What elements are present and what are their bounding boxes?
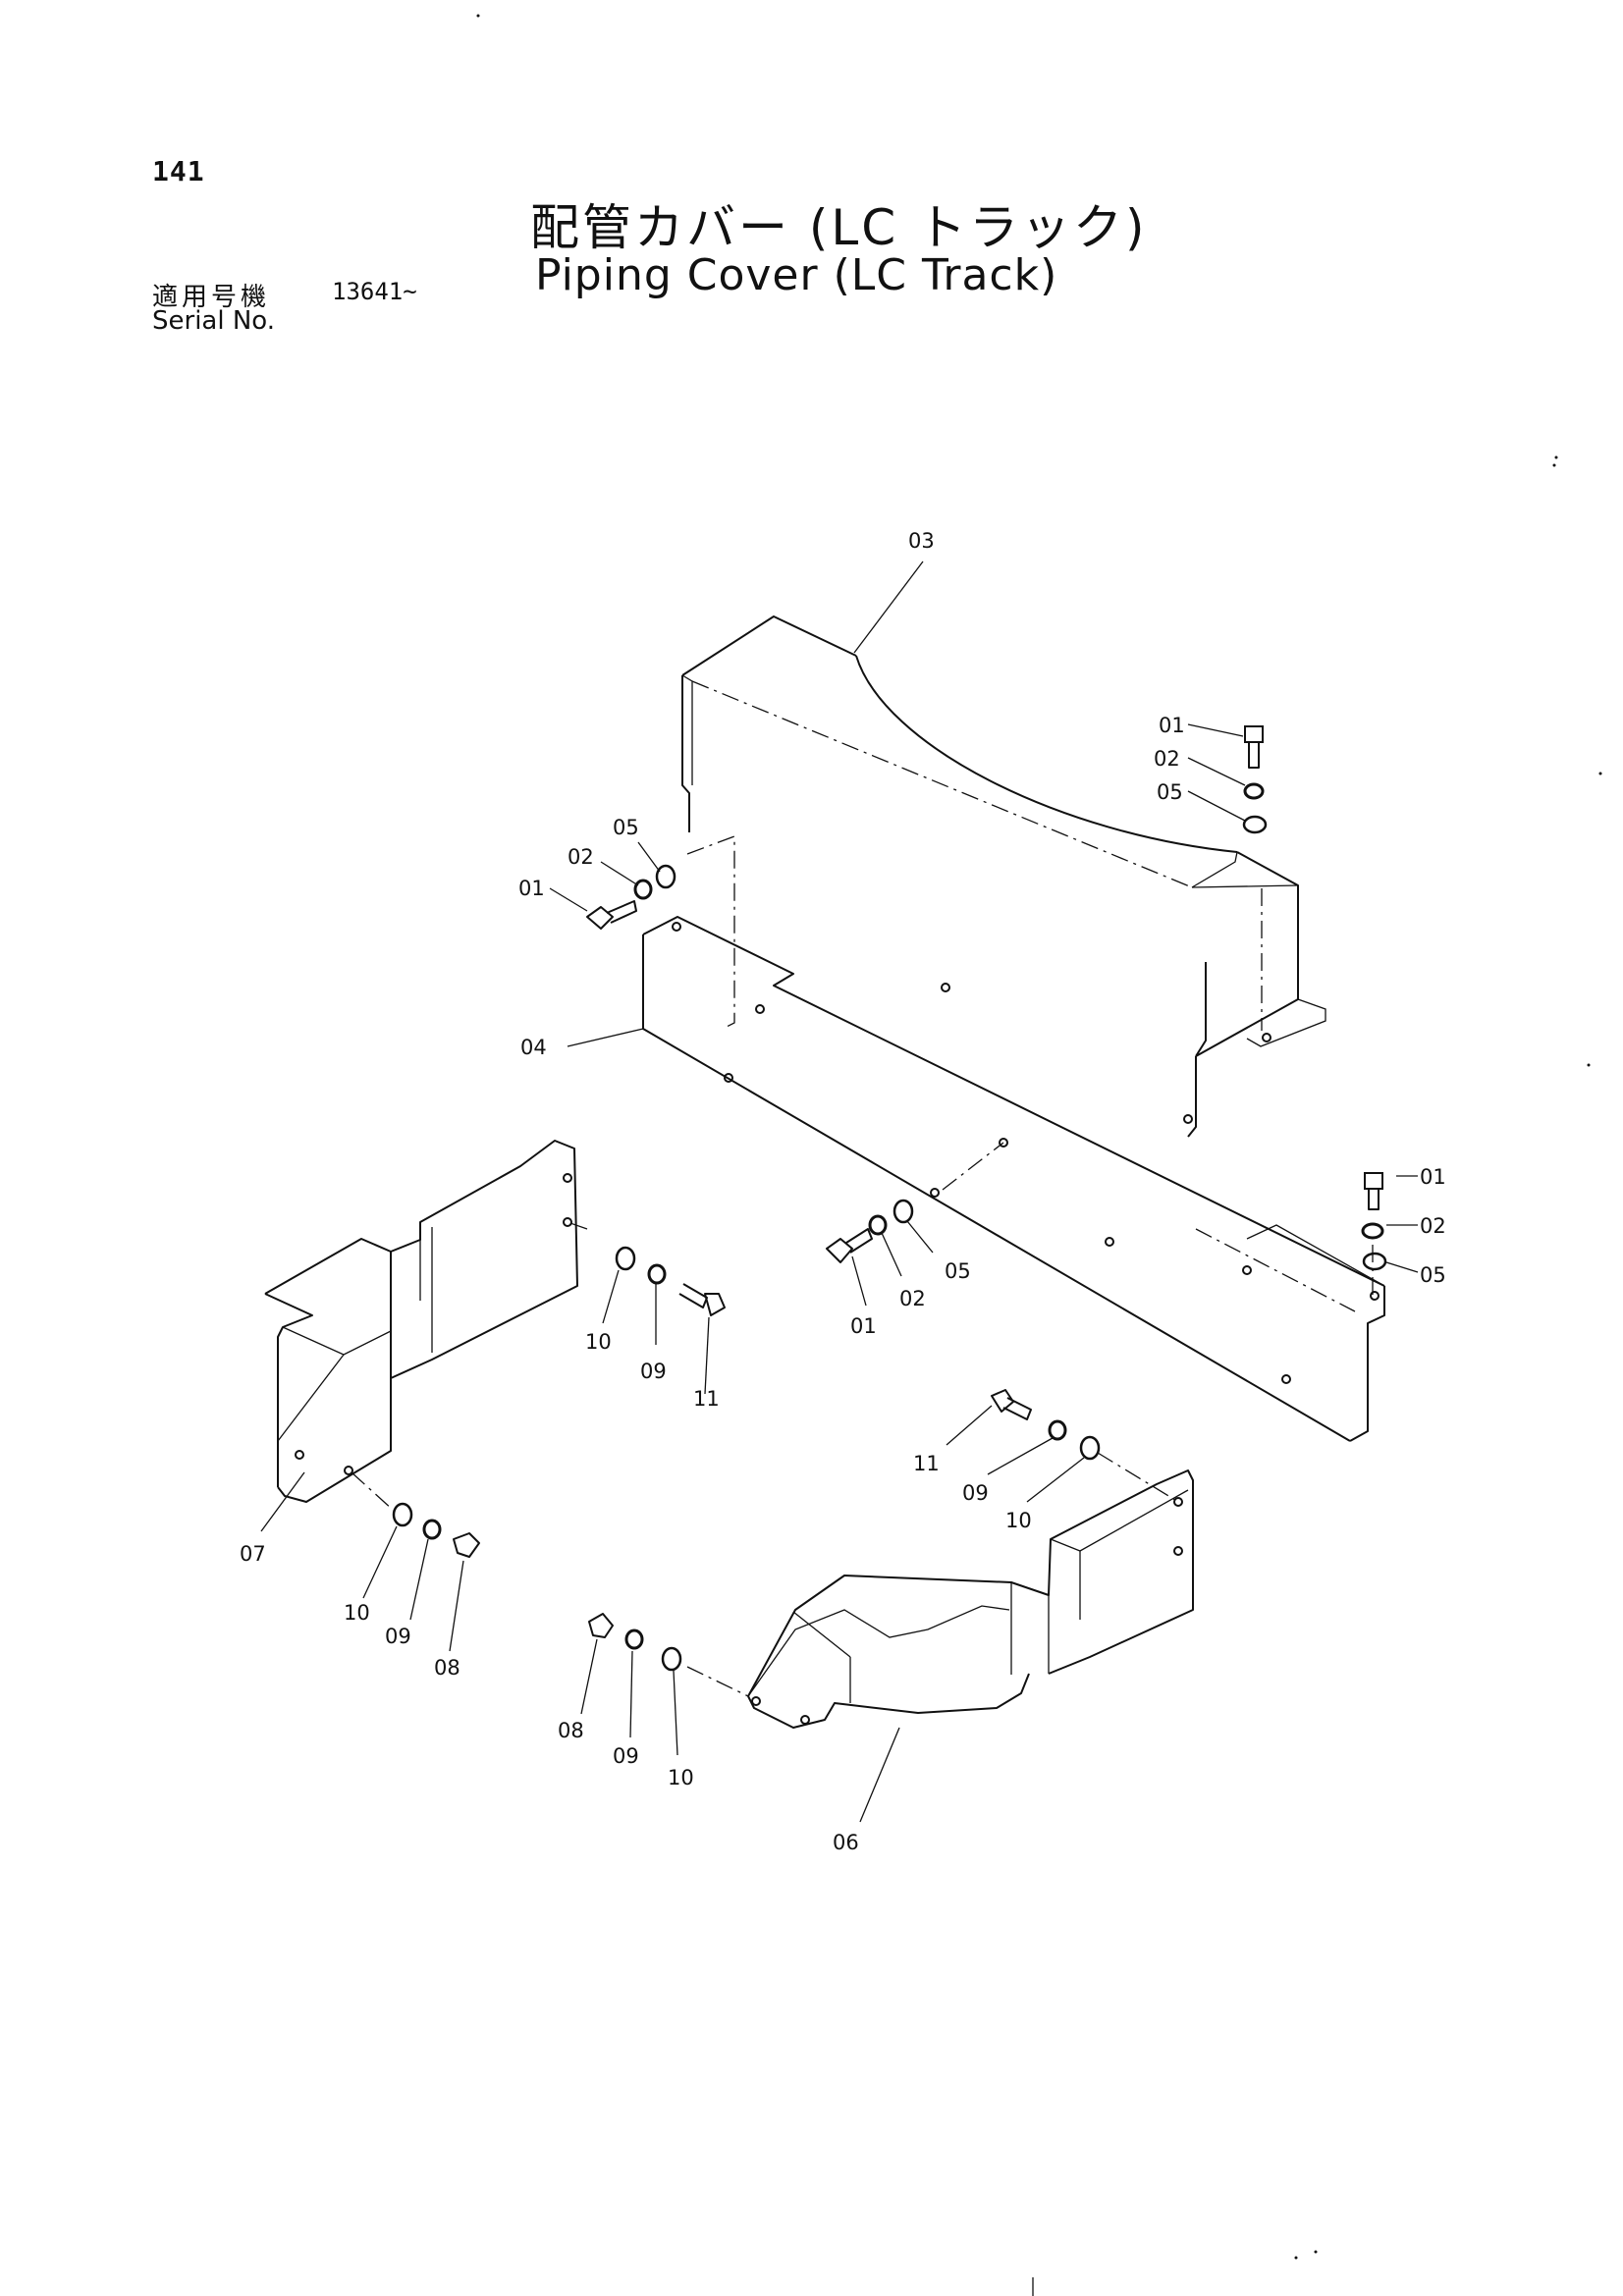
- callout-02: 02: [1420, 1214, 1446, 1238]
- callout-05: 05: [1420, 1263, 1446, 1287]
- callout-06: 06: [833, 1831, 859, 1854]
- part-03-top-cover: [681, 615, 1326, 1138]
- callout-05: 05: [613, 816, 639, 839]
- callout-08: 08: [434, 1656, 460, 1680]
- callout-05: 05: [945, 1259, 971, 1283]
- callout-09: 09: [385, 1625, 411, 1648]
- title-english: Piping Cover (LC Track): [535, 250, 1058, 300]
- callout-01: 01: [1159, 714, 1185, 737]
- callout-07: 07: [240, 1542, 266, 1566]
- page-number: 141: [152, 155, 205, 187]
- callout-10: 10: [1005, 1509, 1032, 1532]
- callout-labels: 03 01 02 05 05 02 01 04 01 02 05 01 02 0…: [240, 529, 1446, 1854]
- callout-10: 10: [585, 1330, 612, 1354]
- fasteners: [392, 725, 1387, 1672]
- callout-08: 08: [558, 1719, 584, 1742]
- title-japanese: 配管カバー (LC トラック): [530, 199, 1148, 256]
- callout-02: 02: [899, 1287, 926, 1310]
- serial-label-english: Serial No.: [152, 306, 275, 336]
- callout-04: 04: [520, 1036, 547, 1059]
- callout-01: 01: [1420, 1165, 1446, 1189]
- serial-label-japanese: 適用号機: [152, 283, 271, 312]
- callout-05: 05: [1157, 780, 1183, 804]
- callout-11: 11: [913, 1452, 940, 1475]
- leader-lines: [260, 561, 1419, 1823]
- part-06-lower-bracket: [747, 1469, 1194, 1729]
- callout-10: 10: [344, 1601, 370, 1625]
- callout-09: 09: [640, 1360, 667, 1383]
- part-04-bottom-plate: [642, 916, 1385, 1442]
- callout-01: 01: [518, 877, 545, 900]
- callout-03: 03: [908, 529, 935, 553]
- callout-10: 10: [668, 1766, 694, 1789]
- callout-11: 11: [693, 1387, 720, 1411]
- callout-01: 01: [850, 1314, 877, 1338]
- callout-02: 02: [1154, 747, 1180, 771]
- part-07-left-bracket: [264, 1140, 578, 1503]
- serial-value: 13641~: [332, 278, 417, 305]
- callout-09: 09: [613, 1744, 639, 1768]
- callout-02: 02: [568, 845, 594, 869]
- callout-09: 09: [962, 1481, 989, 1505]
